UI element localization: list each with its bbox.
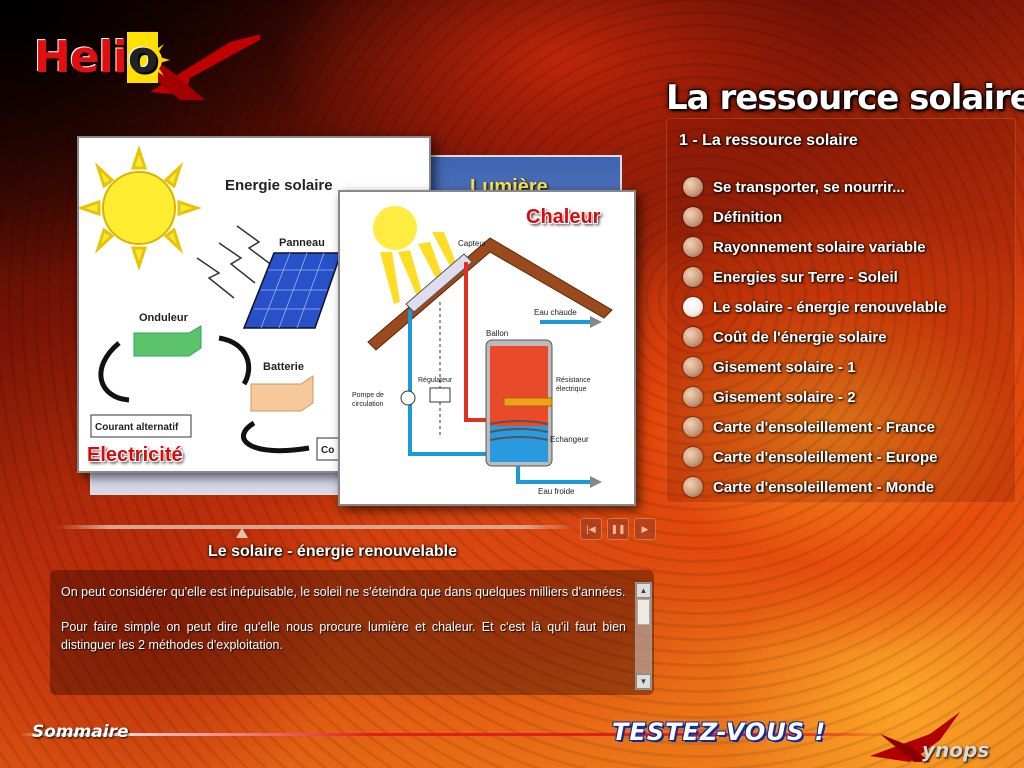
menu-item-definition[interactable]: Définition	[683, 202, 946, 232]
menu-item-gisement-1[interactable]: Gisement solaire - 1	[683, 352, 946, 382]
xynops-logo-icon	[870, 712, 960, 762]
menu-item-label: Carte d'ensoleillement - Monde	[713, 478, 935, 496]
label-ballon: Ballon	[486, 329, 508, 338]
logo-text: Helio	[34, 32, 158, 83]
label-resistance-2: électrique	[556, 386, 586, 393]
content-box	[50, 570, 654, 695]
skip-back-button[interactable]: |◀	[580, 518, 602, 540]
menu-item-label: Gisement solaire - 2	[713, 388, 856, 406]
pause-button[interactable]: ❚❚	[607, 518, 629, 540]
solar-collector-icon	[405, 253, 473, 313]
diagram-title: Energie solaire	[225, 177, 333, 194]
menu-item-gisement-2[interactable]: Gisement solaire - 2	[683, 382, 946, 412]
content-scrollbar[interactable]: ▲ ▼	[635, 582, 652, 690]
xynops-logo-text: ynops	[922, 738, 990, 762]
electricity-diagram: Energie solaire Panneau Onduleur Batteri…	[79, 145, 348, 461]
chapter-menu-panel	[666, 118, 1016, 503]
label-eau-chaude: Eau chaude	[534, 308, 577, 317]
menu-item-label: Rayonnement solaire variable	[713, 238, 926, 256]
menu-item-label: Définition	[713, 208, 783, 226]
bullet-icon	[683, 417, 703, 437]
bullet-icon	[683, 477, 703, 497]
pause-icon: ❚❚	[610, 523, 626, 534]
label-panneau: Panneau	[279, 237, 325, 249]
menu-item-label: Energies sur Terre - Soleil	[713, 268, 898, 286]
chapter-menu: Se transporter, se nourrir... Définition…	[683, 172, 946, 502]
content-text: On peut considérer qu'elle est inépuisab…	[61, 583, 626, 671]
play-button[interactable]: ▶	[634, 518, 656, 540]
scroll-down-button[interactable]: ▼	[636, 674, 651, 689]
timeline-handle[interactable]	[236, 528, 248, 538]
inverter-icon	[133, 325, 202, 357]
menu-item-label: Carte d'ensoleillement - France	[713, 418, 935, 436]
scroll-thumb[interactable]	[637, 599, 650, 625]
heat-diagram: Capteur Eau chaude Ballon Résistance éle…	[352, 206, 613, 496]
label-courant: Courant alternatif	[95, 422, 179, 433]
battery-icon	[250, 375, 314, 412]
bullet-icon	[683, 237, 703, 257]
menu-item-se-transporter[interactable]: Se transporter, se nourrir...	[683, 172, 946, 202]
roof	[367, 237, 613, 351]
heliox-logo: Helio	[30, 30, 278, 100]
label-pompe-2: circulation	[352, 401, 384, 408]
menu-item-label: Carte d'ensoleillement - Europe	[713, 448, 938, 466]
slide-tag-electricite: Electricité	[87, 444, 183, 466]
page-title: La ressource solaire	[666, 78, 1024, 118]
label-capteur: Capteur	[458, 239, 487, 248]
paragraph: On peut considérer qu'elle est inépuisab…	[61, 585, 626, 599]
bullet-icon	[683, 267, 703, 287]
paragraph: Pour faire simple on peut dire qu'elle n…	[61, 620, 626, 652]
menu-item-label: Gisement solaire - 1	[713, 358, 856, 376]
label-regulateur: Régulateur	[418, 377, 453, 384]
bullet-icon	[683, 447, 703, 467]
scroll-up-button[interactable]: ▲	[636, 583, 651, 598]
pump-icon	[400, 390, 416, 406]
menu-item-label: Se transporter, se nourrir...	[713, 178, 905, 196]
bullet-icon	[683, 357, 703, 377]
menu-item-solaire-renouvelable[interactable]: Le solaire - énergie renouvelable	[683, 292, 946, 322]
bullet-icon	[683, 207, 703, 227]
menu-item-energies-terre[interactable]: Energies sur Terre - Soleil	[683, 262, 946, 292]
label-batterie: Batterie	[263, 361, 304, 373]
menu-item-cout[interactable]: Coût de l'énergie solaire	[683, 322, 946, 352]
slide-tag-chaleur: Chaleur	[526, 206, 601, 228]
slide-chaleur: Capteur Eau chaude Ballon Résistance éle…	[338, 190, 636, 506]
label-co: Co	[321, 445, 334, 456]
ac-current-box	[90, 414, 192, 438]
menu-item-rayonnement[interactable]: Rayonnement solaire variable	[683, 232, 946, 262]
active-bullet-icon	[683, 297, 703, 317]
caret-down-icon: ▼	[639, 677, 648, 686]
solar-panel-icon	[242, 252, 343, 329]
sun-icon	[373, 206, 417, 250]
label-onduleur: Onduleur	[139, 312, 189, 324]
sun-icon	[79, 145, 202, 271]
label-echangeur: Echangeur	[550, 435, 589, 444]
content-heading: Le solaire - énergie renouvelable	[208, 543, 457, 560]
label-resistance-1: Résistance	[556, 377, 591, 384]
footer-divider	[20, 733, 900, 736]
play-icon: ▶	[641, 523, 649, 534]
section-heading: 1 - La ressource solaire	[679, 132, 858, 149]
label-eau-froide: Eau froide	[538, 487, 575, 496]
menu-item-carte-europe[interactable]: Carte d'ensoleillement - Europe	[683, 442, 946, 472]
regulator-icon	[429, 387, 451, 403]
testez-vous-button[interactable]: TESTEZ-VOUS !	[612, 718, 827, 746]
slide-timeline[interactable]	[56, 525, 576, 529]
menu-item-carte-france[interactable]: Carte d'ensoleillement - France	[683, 412, 946, 442]
sommaire-button[interactable]: Sommaire	[32, 722, 129, 742]
bullet-icon	[683, 387, 703, 407]
bullet-icon	[683, 177, 703, 197]
menu-item-label: Coût de l'énergie solaire	[713, 328, 887, 346]
bullet-icon	[683, 327, 703, 347]
menu-item-label: Le solaire - énergie renouvelable	[713, 298, 947, 316]
menu-item-carte-monde[interactable]: Carte d'ensoleillement - Monde	[683, 472, 946, 502]
label-pompe-1: Pompe de	[352, 392, 384, 399]
caret-up-icon: ▲	[639, 586, 648, 595]
skip-back-icon: |◀	[586, 523, 596, 534]
